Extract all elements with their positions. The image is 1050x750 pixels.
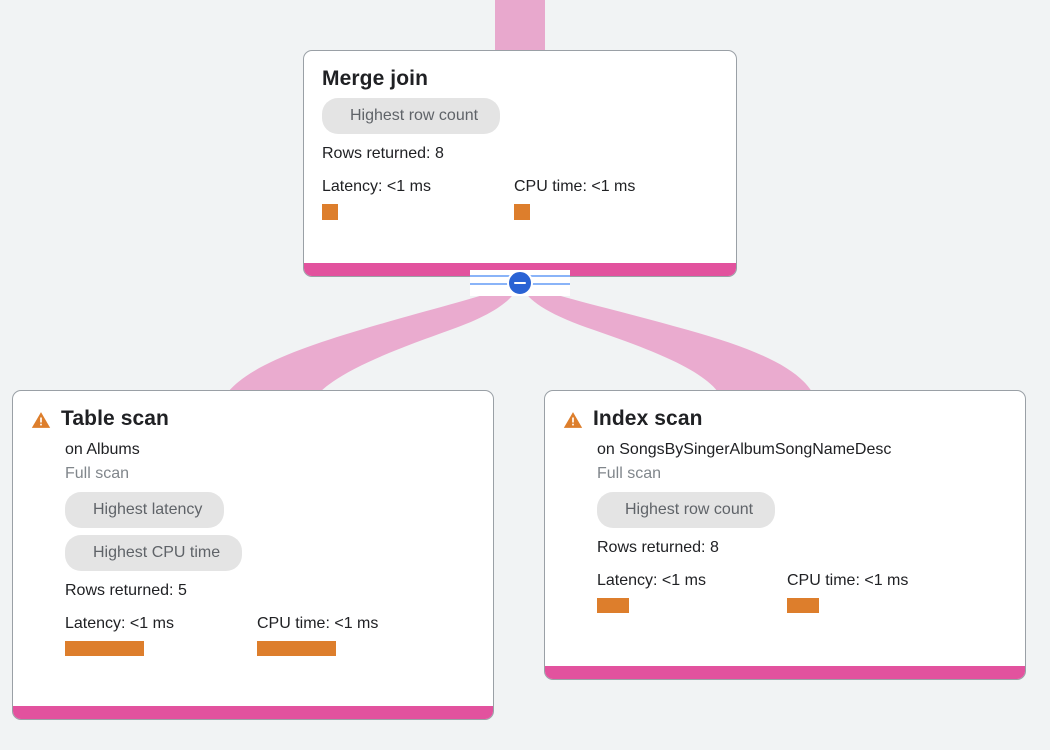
rows-returned-text: Rows returned: 5 [65,582,187,599]
warning-triangle-icon [31,412,51,428]
node-title: Table scan [61,407,169,430]
metric-latency: Latency: <1 ms [65,614,257,656]
metric-latency-bar [597,598,629,613]
metric-latency-label: Latency: <1 ms [597,572,706,589]
metric-cpu-time: CPU time: <1 ms [514,177,635,220]
metric-latency-label: Latency: <1 ms [65,615,174,632]
warning-triangle-icon [563,412,583,428]
node-card-index-scan[interactable]: Index scan on SongsBySingerAlbumSongName… [544,390,1026,680]
node-target: on SongsBySingerAlbumSongNameDesc [597,441,892,458]
metric-cpu-time-label: CPU time: <1 ms [257,615,379,632]
table-scan-title-row: Table scan [31,407,475,431]
edge-ribbon-to-table-scan [228,288,516,392]
node-title: Index scan [593,407,703,430]
metric-latency-bar [65,641,144,656]
edge-ribbon-to-index-scan [524,288,812,392]
metric-cpu-time: CPU time: <1 ms [787,571,908,613]
metric-cpu-time-label: CPU time: <1 ms [514,178,636,195]
badge-highest-cpu-time: Highest CPU time [65,535,243,571]
card-accent-bar [545,666,1025,679]
collapse-toggle-button[interactable] [507,270,533,296]
node-scan-type: Full scan [65,465,130,482]
rows-returned-text: Rows returned: 8 [597,539,719,556]
badge-highest-row-count: Highest row count [597,492,776,528]
node-card-merge-join[interactable]: Merge join Highest row count Rows return… [303,50,737,277]
metric-latency: Latency: <1 ms [597,571,787,613]
metric-cpu-time-bar [257,641,336,656]
table-scan-chip-list-2: Highest CPU time [31,528,475,571]
minus-icon [514,282,526,284]
metric-latency-label: Latency: <1 ms [322,178,431,195]
rows-returned-text: Rows returned: 8 [322,145,444,162]
index-scan-body: Index scan on SongsBySingerAlbumSongName… [545,391,1025,679]
metric-cpu-time-bar [787,598,819,613]
table-scan-chip-list: Highest latency [31,485,475,528]
card-accent-bar [304,263,736,276]
merge-join-chip-list: Highest row count [322,91,718,134]
card-accent-bar [13,706,493,719]
node-target: on Albums [65,441,140,458]
collapse-toggle-group[interactable] [470,270,570,296]
table-scan-metrics: Latency: <1 ms CPU time: <1 ms [31,614,475,656]
metric-cpu-time-bar [514,204,530,220]
merge-join-body: Merge join Highest row count Rows return… [304,51,736,276]
metric-cpu-time-label: CPU time: <1 ms [787,572,909,589]
merge-join-metrics: Latency: <1 ms CPU time: <1 ms [322,177,718,220]
index-scan-title-row: Index scan [563,407,1007,431]
node-card-table-scan[interactable]: Table scan on Albums Full scan Highest l… [12,390,494,720]
metric-cpu-time: CPU time: <1 ms [257,614,378,656]
badge-highest-row-count: Highest row count [322,98,501,134]
badge-highest-latency: Highest latency [65,492,225,528]
node-title: Merge join [322,67,429,90]
node-scan-type: Full scan [597,465,662,482]
index-scan-metrics: Latency: <1 ms CPU time: <1 ms [563,571,1007,613]
edge-ribbon-incoming [495,0,545,50]
metric-latency: Latency: <1 ms [322,177,514,220]
index-scan-chip-list: Highest row count [563,485,1007,528]
merge-join-title-row: Merge join [322,67,718,91]
table-scan-body: Table scan on Albums Full scan Highest l… [13,391,493,719]
metric-latency-bar [322,204,338,220]
